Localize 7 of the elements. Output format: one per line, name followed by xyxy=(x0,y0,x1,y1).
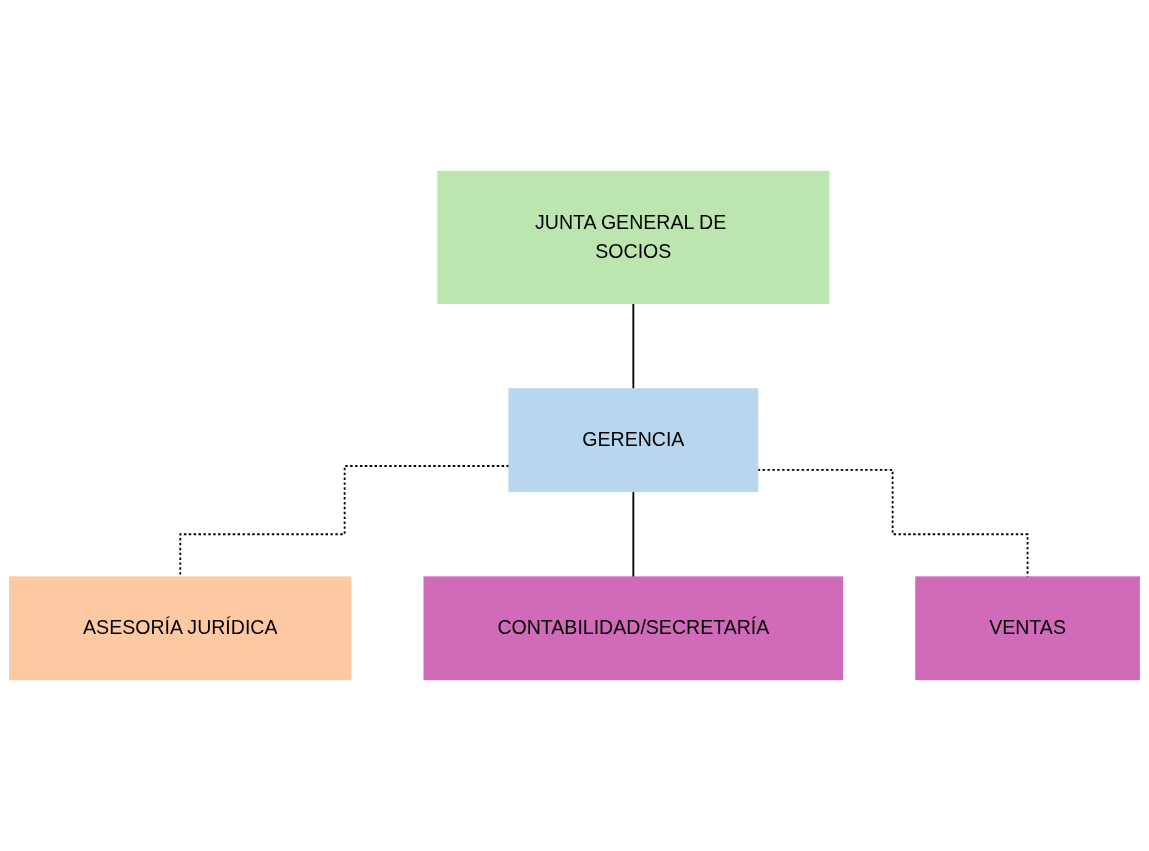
node-box: CONTABILIDAD/SECRETARÍA xyxy=(423,576,844,681)
node-box: VENTAS xyxy=(915,576,1140,681)
connector xyxy=(632,302,635,390)
node-box: GERENCIA xyxy=(508,388,759,493)
node-box: ASESORÍA JURÍDICA xyxy=(9,576,352,681)
connector xyxy=(632,490,635,578)
node-box: JUNTA GENERAL DE SOCIOS xyxy=(437,170,830,304)
